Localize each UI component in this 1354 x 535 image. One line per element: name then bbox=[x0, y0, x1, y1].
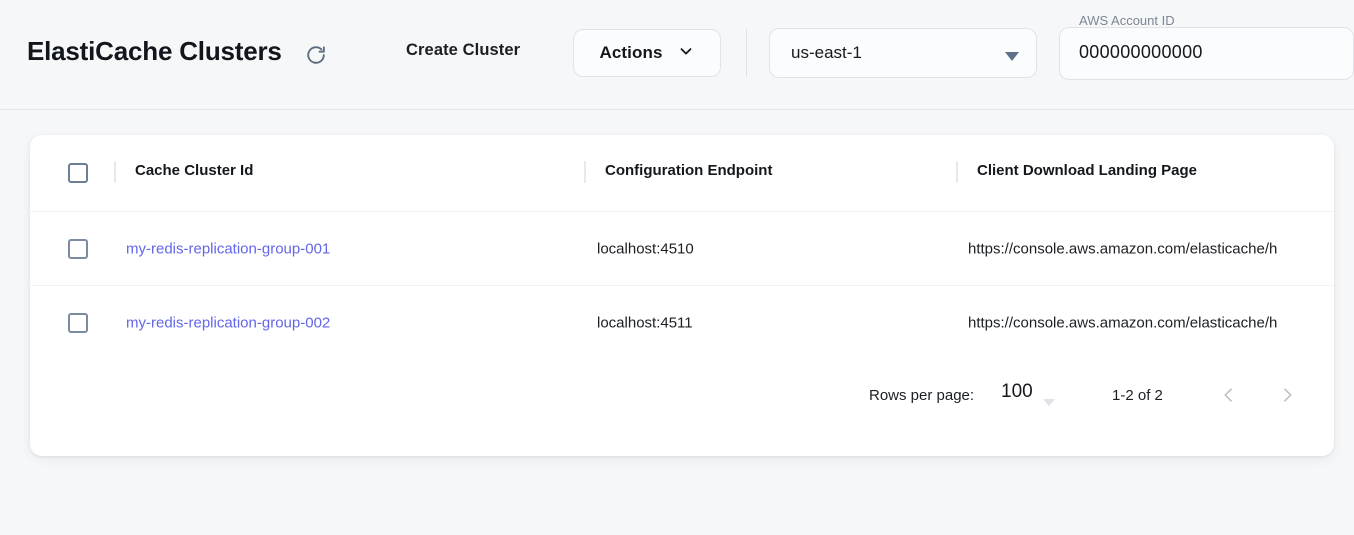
row-checkbox[interactable] bbox=[68, 312, 88, 333]
clusters-table-card: Cache Cluster Id Configuration Endpoint … bbox=[30, 135, 1334, 456]
row-checkbox[interactable] bbox=[68, 238, 88, 259]
aws-account-id-notch: AWS Account ID bbox=[1074, 14, 1339, 27]
aws-account-id-field[interactable]: AWS Account ID 000000000000 bbox=[1059, 14, 1354, 80]
cell-configuration-endpoint: localhost:4511 bbox=[597, 314, 693, 331]
header-divider bbox=[746, 29, 747, 77]
refresh-icon bbox=[305, 44, 327, 66]
table-row[interactable]: my-redis-replication-group-001 localhost… bbox=[30, 211, 1334, 285]
column-header-client-download-landing-page: Client Download Landing Page bbox=[977, 162, 1198, 179]
rows-per-page-label: Rows per page: bbox=[869, 387, 975, 404]
content-area: Cache Cluster Id Configuration Endpoint … bbox=[0, 110, 1354, 535]
row-checkbox-cell bbox=[68, 238, 88, 259]
next-page-button[interactable] bbox=[1270, 379, 1304, 413]
chevron-down-icon bbox=[677, 42, 695, 65]
pagination-range-label: 1-2 of 2 bbox=[1112, 387, 1163, 404]
cluster-id-link[interactable]: my-redis-replication-group-001 bbox=[126, 240, 331, 257]
pagination-bar: Rows per page: 100 1-2 of 2 bbox=[30, 357, 1334, 456]
actions-button[interactable]: Actions bbox=[573, 29, 721, 77]
select-all-checkbox[interactable] bbox=[68, 163, 88, 183]
cell-client-download-landing-page: https://console.aws.amazon.com/elasticac… bbox=[968, 240, 1278, 257]
cluster-id-link[interactable]: my-redis-replication-group-002 bbox=[126, 314, 331, 331]
app-header: ElastiCache Clusters Create Cluster Acti… bbox=[0, 0, 1354, 110]
page-title: ElastiCache Clusters bbox=[27, 36, 282, 66]
cell-cache-cluster-id: my-redis-replication-group-001 bbox=[126, 240, 330, 257]
aws-account-id-label: AWS Account ID bbox=[1074, 14, 1180, 27]
aws-account-id-value: 000000000000 bbox=[1079, 42, 1203, 62]
column-divider-2 bbox=[584, 161, 586, 183]
cell-cache-cluster-id: my-redis-replication-group-002 bbox=[126, 314, 330, 331]
chevron-left-icon bbox=[1219, 385, 1239, 408]
table-row[interactable]: my-redis-replication-group-002 localhost… bbox=[30, 285, 1334, 359]
column-header-cache-cluster-id: Cache Cluster Id bbox=[135, 162, 254, 179]
table-header-row: Cache Cluster Id Configuration Endpoint … bbox=[30, 135, 1334, 211]
triangle-down-icon bbox=[1005, 49, 1019, 67]
refresh-icon-button[interactable] bbox=[301, 40, 331, 70]
actions-button-label: Actions bbox=[599, 43, 663, 62]
cell-client-download-landing-page: https://console.aws.amazon.com/elasticac… bbox=[968, 314, 1278, 331]
create-cluster-button[interactable]: Create Cluster bbox=[406, 41, 521, 59]
column-divider-3 bbox=[956, 161, 958, 183]
chevron-right-icon bbox=[1277, 385, 1297, 408]
previous-page-button[interactable] bbox=[1212, 379, 1246, 413]
rows-per-page-select[interactable]: 100 bbox=[1001, 381, 1033, 402]
row-checkbox-cell bbox=[68, 312, 88, 333]
column-header-configuration-endpoint: Configuration Endpoint bbox=[605, 162, 773, 179]
column-divider-1 bbox=[114, 161, 116, 183]
select-all-checkbox-cell bbox=[68, 163, 88, 183]
rows-per-page-caret-icon bbox=[1043, 394, 1055, 412]
cell-configuration-endpoint: localhost:4510 bbox=[597, 240, 694, 257]
region-select[interactable]: us-east-1 bbox=[769, 28, 1037, 78]
region-select-value: us-east-1 bbox=[791, 43, 862, 62]
